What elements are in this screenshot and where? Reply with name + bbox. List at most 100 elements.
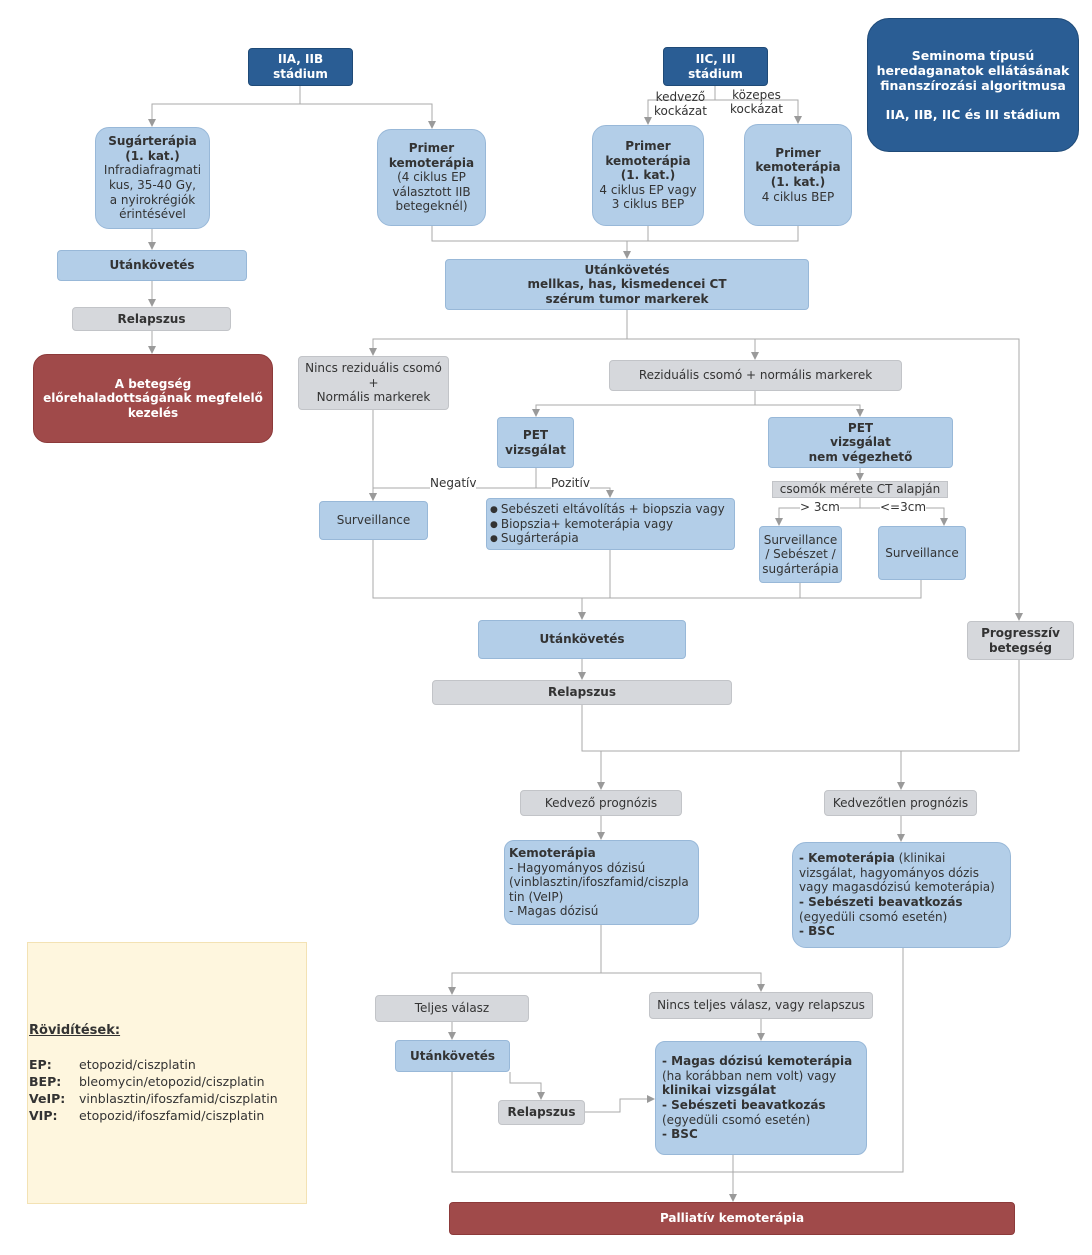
surv-surg-line-3: sugárterápia — [762, 561, 839, 576]
good-prognosis-box: Kedvező prognózis — [520, 790, 682, 816]
followup-mid-box: Utánkövetés — [478, 620, 686, 659]
primary-chemo-inter-line-2: kemoterápia — [755, 160, 841, 175]
le-3cm-label: <=3cm — [880, 500, 927, 515]
relapse-left-box: Relapszus — [72, 307, 231, 331]
poor-prognosis-box: Kedvezőtlen prognózis — [824, 790, 977, 816]
high-dose-line-4: - Sebészeti beavatkozás — [662, 1098, 826, 1112]
size-ct-label: csomók mérete CT alapján — [779, 482, 941, 497]
abbreviations-title: Rövidítések: — [29, 1023, 121, 1038]
radiotherapy-box: Sugárterápia (1. kat.) Infradiafragmati … — [95, 127, 210, 229]
risk-intermediate-label: közepes kockázat — [730, 88, 783, 117]
primary-chemo-good-line-4: 4 ciklus EP vagy — [599, 182, 697, 197]
chemo-good-prog-line-1: - Hagyományos dózisú — [509, 860, 646, 875]
surveillance-small-label: Surveillance — [885, 545, 959, 560]
no-residual-line-2: + — [368, 375, 379, 390]
primary-chemo-good-line-1: Primer — [625, 138, 671, 153]
followup-ct-box: Utánkövetés mellkas, has, kismedencei CT… — [445, 259, 809, 310]
complete-response-box: Teljes válasz — [375, 995, 529, 1022]
relapse-low-label: Relapszus — [507, 1105, 576, 1120]
primary-chemo-iib-box: Primer kemoterápia (4 ciklus EP választo… — [377, 129, 486, 226]
radiotherapy-line-4: kus, 35-40 Gy, — [109, 178, 196, 192]
abbr-veip-key: VeIP: — [29, 1091, 66, 1106]
positive-options-list: Sebészeti eltávolítás + biopszia vagy Bi… — [490, 502, 725, 546]
stage-iia-iib-box: IIA, IIB stádium — [248, 48, 353, 86]
pet-na-line-3: nem végezhető — [808, 449, 913, 464]
chemo-good-prog-title: Kemoterápia — [509, 845, 596, 860]
stage-iia-iib-line-1: IIA, IIB — [277, 52, 324, 67]
no-residual-box: Nincs reziduális csomó + Normális marker… — [298, 356, 449, 410]
positive-options-box: Sebészeti eltávolítás + biopszia vagy Bi… — [486, 498, 735, 550]
gt-3cm-label: > 3cm — [800, 500, 840, 515]
surveillance-box: Surveillance — [319, 501, 428, 540]
positive-option-2: Biopszia+ kemoterápia vagy — [490, 517, 725, 532]
positive-option-1: Sebészeti eltávolítás + biopszia vagy — [490, 502, 725, 517]
chemo-poor-line-1: - Kemoterápia (klinikai — [799, 851, 945, 866]
no-residual-line-3: Normális markerek — [316, 390, 431, 405]
relapse-mid-label: Relapszus — [548, 685, 616, 700]
chemo-poor-line-1-bold: - Kemoterápia — [799, 851, 895, 866]
algorithm-title-box: Seminoma típusú heredaganatok ellátásána… — [867, 18, 1079, 152]
palliative-chemo-box: Palliatív kemoterápia — [449, 1202, 1015, 1235]
stage-iic-iii-line-2: stádium — [688, 66, 743, 81]
primary-chemo-good-line-2: kemoterápia — [605, 153, 691, 168]
chemo-good-prog-line-2: (vinblasztin/ifoszfamid/ciszpla — [509, 875, 689, 890]
no-complete-response-box: Nincs teljes válasz, vagy relapszus — [649, 992, 873, 1019]
primary-chemo-good-line-5: 3 ciklus BEP — [611, 197, 685, 212]
poor-prognosis-label: Kedvezőtlen prognózis — [832, 795, 969, 810]
high-dose-line-2: (ha korábban nem volt) vagy — [662, 1068, 837, 1083]
size-ct-box: csomók mérete CT alapján — [772, 481, 948, 498]
abbr-vip-value: etopozid/ifoszfamid/ciszplatin — [79, 1108, 265, 1123]
followup-ct-line-3: szérum tumor markerek — [545, 291, 709, 306]
negative-label: Negatív — [430, 476, 477, 491]
primary-chemo-inter-line-3: (1. kat.) — [770, 175, 826, 189]
stage-iic-iii-box: IIC, III stádium — [663, 47, 768, 86]
progressive-disease-box: Progresszív betegség — [967, 621, 1074, 660]
title-line-4: IIA, IIB, IIC és III stádium — [885, 107, 1061, 123]
abbr-ep-key: EP: — [29, 1057, 52, 1072]
abbr-veip-value: vinblasztin/ifoszfamid/ciszplatin — [79, 1091, 278, 1106]
chemo-poor-line-6: - BSC — [799, 924, 835, 939]
advanced-line-1: A betegség — [114, 376, 192, 391]
primary-chemo-iib-line-4: választott IIB — [392, 184, 471, 199]
relapse-left-label: Relapszus — [117, 311, 186, 326]
relapse-mid-box: Relapszus — [432, 680, 732, 705]
chemo-poor-line-2: vizsgálat, hagyományos dózis — [799, 865, 979, 880]
radiotherapy-line-6: érintésével — [119, 207, 186, 222]
title-line-3: finanszírozási algoritmusa — [880, 78, 1066, 93]
risk-good-line-1: kedvező — [655, 90, 706, 104]
radiotherapy-line-3: Infradiafragmati — [103, 163, 202, 178]
no-residual-line-1: Nincs reziduális csomó — [305, 361, 442, 376]
primary-chemo-good-line-3: (1. kat.) — [620, 168, 676, 183]
primary-chemo-inter-line-1: Primer — [775, 145, 821, 160]
abbr-ep-value: etopozid/ciszplatin — [79, 1057, 196, 1072]
primary-chemo-good-risk-box: Primer kemoterápia (1. kat.) 4 ciklus EP… — [592, 125, 704, 226]
primary-chemo-iib-line-1: Primer — [408, 140, 455, 155]
advanced-treatment-box: A betegség előrehaladottságának megfelel… — [33, 354, 273, 443]
primary-chemo-iib-line-3: (4 ciklus EP — [397, 170, 466, 185]
residual-box: Reziduális csomó + normális markerek — [609, 360, 902, 391]
pet-na-line-2: vizsgálat — [830, 435, 891, 450]
high-dose-line-3: klinikai vizsgálat — [662, 1083, 776, 1098]
palliative-label: Palliatív kemoterápia — [659, 1211, 805, 1226]
chemo-poor-line-4: - Sebészeti beavatkozás — [799, 895, 963, 909]
complete-response-label: Teljes válasz — [414, 1001, 490, 1016]
primary-chemo-iib-line-2: kemoterápia — [388, 155, 475, 170]
chemo-poor-line-5: (egyedüli csomó esetén) — [799, 909, 948, 924]
followup-mid-label: Utánkövetés — [539, 632, 625, 647]
pet-line-1: PET — [522, 427, 549, 442]
abbr-row-veip: VeIP: vinblasztin/ifoszfamid/ciszplatin — [29, 1091, 278, 1106]
pet-line-2: vizsgálat — [505, 442, 566, 457]
followup-low-label: Utánkövetés — [409, 1048, 495, 1063]
pet-na-line-1: PET — [847, 420, 874, 435]
abbr-row-ep: EP: etopozid/ciszplatin — [29, 1057, 196, 1072]
chemo-poor-line-1-rest: (klinikai — [894, 851, 946, 866]
stage-iic-iii-line-1: IIC, III — [695, 51, 736, 66]
pet-exam-box: PET vizsgálat — [497, 417, 574, 468]
good-prognosis-label: Kedvező prognózis — [544, 795, 658, 810]
abbr-bep-key: BEP: — [29, 1074, 62, 1089]
abbr-row-vip: VIP:etopozid/ifoszfamid/ciszplatin — [29, 1108, 264, 1123]
surveillance-surgery-radio-box: Surveillance / Sebészet / sugárterápia — [759, 526, 842, 583]
radiotherapy-category: (1. kat.) — [125, 148, 180, 163]
high-dose-chemo-box: - Magas dózisú kemoterápia (ha korábban … — [655, 1041, 867, 1155]
radiotherapy-line-5: a nyirokrégiók — [109, 192, 196, 207]
